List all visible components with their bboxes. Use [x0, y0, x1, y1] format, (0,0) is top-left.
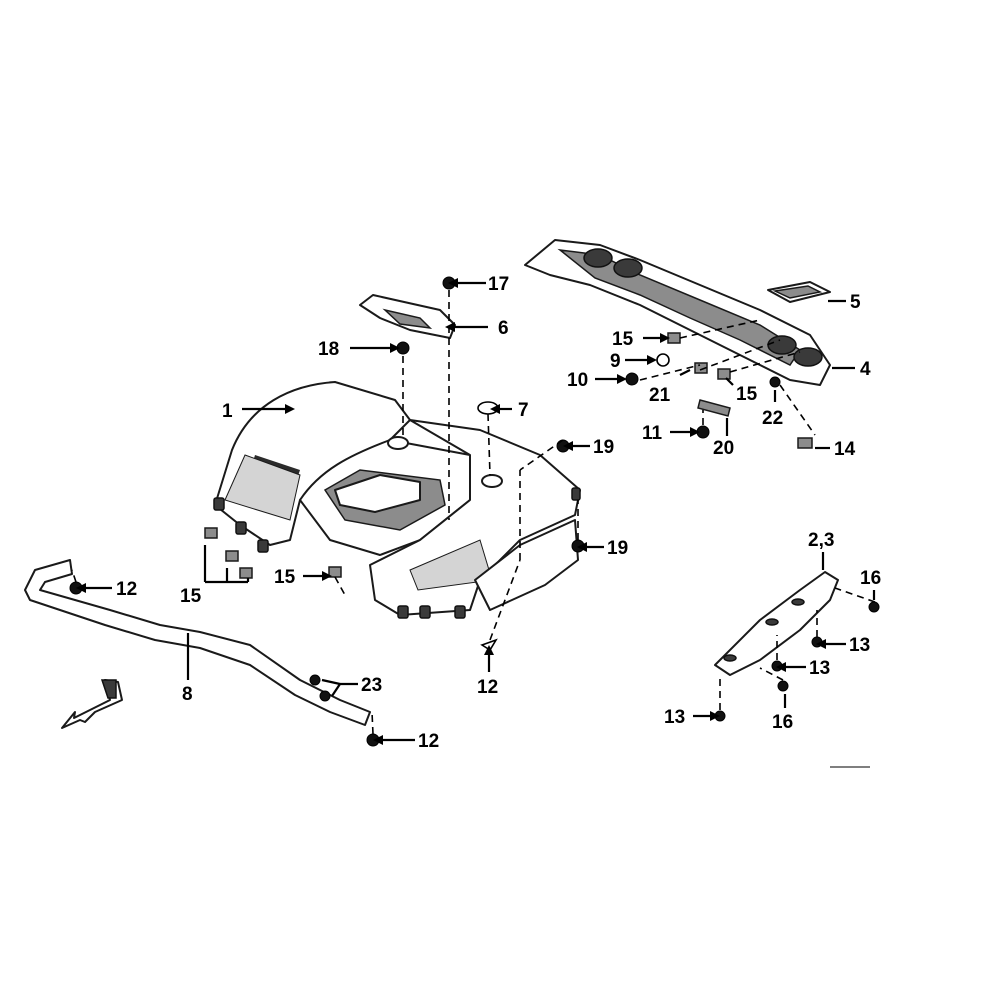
callout-23: 23	[361, 675, 382, 696]
bracket-plate-part	[359, 294, 456, 339]
callout-14: 14	[834, 439, 856, 460]
rear-fender-part	[213, 381, 581, 619]
callout-15-right: 15	[736, 384, 758, 405]
side-guard-part	[714, 571, 839, 676]
callout-20: 20	[713, 438, 734, 459]
callout-5: 5	[850, 292, 861, 313]
callout-15-center: 15	[274, 567, 296, 588]
lens-part	[767, 281, 831, 303]
callout-13-bottom: 13	[664, 707, 685, 728]
callout-18: 18	[318, 339, 339, 360]
callout-15-bottom-left: 15	[180, 586, 202, 607]
front-arrow-icon	[61, 679, 123, 729]
callout-11: 11	[642, 423, 663, 444]
callout-12-left: 12	[116, 579, 137, 600]
callout-8: 8	[182, 684, 193, 705]
callout-13-top: 13	[849, 635, 870, 656]
callout-21: 21	[649, 385, 671, 406]
callout-2-3: 2,3	[808, 530, 834, 551]
callout-16-bottom: 16	[772, 712, 793, 733]
rear-light-bar-part	[524, 239, 831, 386]
callout-labels: 1 17 6 18 7 19 19 12 12 12 15 15 8 23 5 …	[116, 274, 881, 752]
callout-7: 7	[518, 400, 529, 421]
callout-12-center: 12	[477, 677, 498, 698]
callout-1: 1	[222, 401, 233, 422]
callout-15-top-right: 15	[612, 329, 634, 350]
callout-10: 10	[567, 370, 588, 391]
callout-6: 6	[498, 318, 509, 339]
callout-4: 4	[860, 359, 871, 380]
stay-bar-part	[24, 559, 371, 726]
callout-12-bottom: 12	[418, 731, 439, 752]
assembly-lines	[71, 290, 876, 735]
callout-19-bottom: 19	[607, 538, 628, 559]
callout-9: 9	[610, 351, 621, 372]
callout-13-middle: 13	[809, 658, 830, 679]
callout-leaders	[76, 278, 876, 745]
callout-19-top: 19	[593, 437, 614, 458]
callout-17: 17	[488, 274, 509, 295]
callout-16-top: 16	[860, 568, 881, 589]
callout-22: 22	[762, 408, 783, 429]
